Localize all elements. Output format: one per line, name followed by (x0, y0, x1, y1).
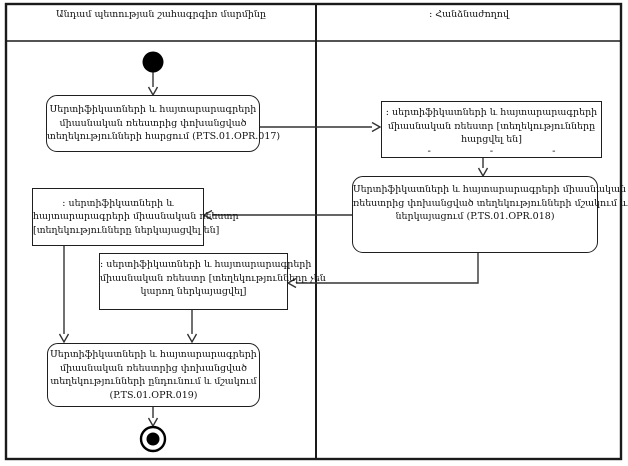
object-text-line: : սերտիֆիկատների և հայտարարագրերի (385, 107, 598, 118)
edge-act3-to-end (147, 407, 159, 428)
edge-obj2-to-act3 (58, 246, 70, 344)
action-text-line: ռեեստրից փոխանցված տեղեկությունների մշակ… (353, 197, 628, 209)
object-register-not-submittable: : սերտիֆիկատների և հայտարարագրերի միասնա… (99, 253, 326, 310)
action-text-line: Սերտիֆիկատների և հայտարարագրերի (49, 104, 257, 116)
object-text-line: կարող ներկայացվել] (140, 286, 247, 297)
lane-header-commission: : Հանձնաժողով (316, 9, 622, 21)
object-text-line: հայտարարագրերի միասնական ռեեստր (33, 211, 239, 223)
object-text-line: միասնական ռեեստր [տեղեկությունները չեն (100, 272, 326, 284)
initial-node-icon (142, 51, 164, 73)
placeholder-dash: - (489, 145, 494, 157)
object-text-line: միասնական ռեեստր [տեղեկությունները (387, 120, 596, 132)
action-text-line: միասնական ռեեստրից փոխանցված (59, 117, 247, 129)
edge-act1-to-obj1 (260, 121, 382, 133)
action-text-line: միասնական ռեեստրից փոխանցված (60, 362, 247, 374)
object-text-line: հարցվել են] (461, 134, 522, 145)
action-text-line: տեղեկությունների ընդունում և մշակում (50, 376, 257, 387)
action-text-line: Սերտիֆիկատների և հայտարարագրերի (50, 349, 257, 360)
object-text-line: : սերտիֆիկատների և (62, 197, 174, 209)
action-text-line: տեղեկությունների հարցում (P.TS.01.OPR.01… (47, 131, 281, 143)
final-node-icon (139, 425, 167, 453)
action-text-line: ներկայացում (P.TS.01.OPR.018) (395, 211, 555, 222)
object-register-submitted: : սերտիֆիկատների և հայտարարագրերի միասնա… (32, 188, 239, 246)
lane-label: : Հանձնաժողով (429, 9, 509, 20)
edge-act2-to-obj3 (286, 253, 479, 289)
object-text-line: : սերտիֆիկատների և հայտարարագրերի (100, 259, 312, 270)
object-register-requested: : սերտիֆիկատների և հայտարարագրերի միասնա… (381, 101, 602, 158)
action-text-line: (P.TS.01.OPR.019) (109, 389, 198, 401)
placeholder-dash: - (552, 145, 556, 157)
swimlane-frame (4, 2, 623, 461)
lane-label: Անդամ պետության շահագրգիռ մարմինը (55, 9, 267, 20)
edge-start-to-act1 (147, 72, 159, 97)
action-request-information: Սերտիֆիկատների և հայտարարագրերի միասնակա… (46, 95, 281, 152)
action-accept-process-information: Սերտիֆիկատների և հայտարարագրերի միասնակա… (47, 343, 260, 407)
object-placeholder-row: - - - (382, 145, 601, 160)
edge-obj1-to-act2 (477, 158, 489, 178)
action-text-line: Սերտիֆիկատների և հայտարարագրերի միասնակա… (353, 184, 627, 195)
action-process-submit-information: Սերտիֆիկատների և հայտարարագրերի միասնակա… (352, 176, 628, 253)
object-text-line: [տեղեկությունները ներկայացվել են] (33, 224, 220, 236)
lane-header-member-state: Անդամ պետության շահագրգիռ մարմինը (6, 9, 316, 21)
edge-act2-to-obj2 (202, 209, 352, 221)
edge-obj3-to-act3 (186, 310, 198, 344)
placeholder-dash: - (427, 145, 431, 157)
